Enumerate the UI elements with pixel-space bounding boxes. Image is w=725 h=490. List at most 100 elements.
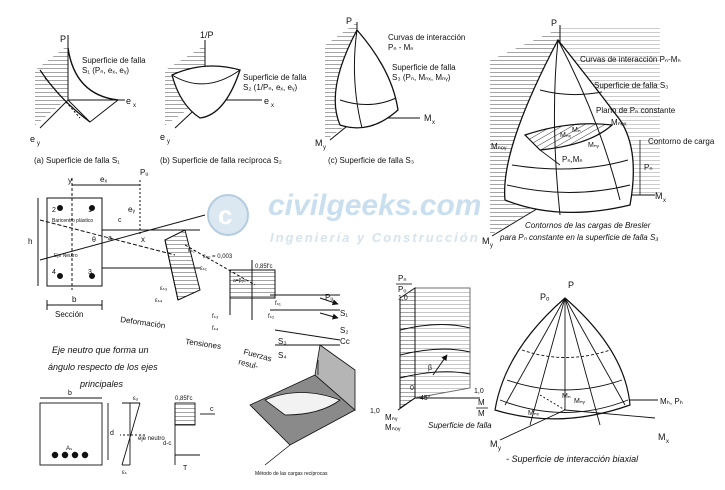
section-theta-label: θ	[92, 237, 96, 244]
watermark-brand: civilgeeks.com	[268, 189, 481, 222]
fig-c-curves-label-1: Curvas de interacción	[388, 33, 465, 42]
biaxial-po-label: Pₒ	[540, 292, 550, 302]
fig-c-caption: (c) Superficie de falla S₃	[328, 156, 414, 165]
ratio-my-den: Mₙₒᵧ	[385, 423, 401, 432]
section-pu-label: Pᵤ	[140, 168, 148, 177]
fig-b-axis-ey-sub: y	[167, 139, 170, 145]
civilgeeks-logo-icon	[207, 194, 249, 236]
fig-a-axis-ex: e	[126, 96, 131, 106]
ratio-axis-bottom: Pₒ	[398, 285, 406, 294]
fig-a-axis-ey: e	[30, 134, 35, 144]
rect-neutral-label: eje neutro	[138, 436, 165, 442]
section-bar-1: 1	[88, 207, 92, 214]
stress-fs2: fₛ₂	[268, 314, 275, 320]
ratio-mx-num: M	[478, 398, 485, 407]
fig-a-surface-label-2: S₁ (Pₙ, eₓ, eᵧ)	[82, 66, 129, 75]
rect-dc-label: d-c	[163, 441, 171, 447]
fig-b-axis-ex-sub: x	[271, 103, 274, 109]
bresler-pnmn-label: Pₙ,Mₙ	[562, 155, 583, 164]
fig-b-surface-label-1: Superficie de falla	[243, 73, 307, 82]
section-bar-4: 4	[52, 269, 56, 276]
ratio-tick-bottom: 1,0	[370, 408, 380, 415]
strain-s4: εₛ₄	[155, 298, 163, 304]
bresler-mnx-label: Mₙₓ	[560, 132, 572, 139]
fig-c-axis-p: P	[346, 16, 352, 26]
figure-reciprocal-load-method	[249, 344, 356, 466]
rect-c-label: c	[210, 406, 214, 413]
strain-cu: εₙᵤ = 0,003	[203, 254, 233, 260]
biaxial-my-sub: y	[498, 446, 501, 452]
fig-a-caption: (a) Superficie de falla S₁	[34, 156, 120, 165]
reciprocal-caption: Método de las cargas recíprocas	[255, 471, 328, 477]
civilgeeks-logo-glyph: c	[218, 200, 232, 230]
fig-b-surface-label-2: S₂ (1/Pₙ, eₓ, eᵧ)	[243, 83, 298, 92]
section-axis-x: x	[141, 235, 145, 244]
deformation-title: Deformación	[120, 315, 166, 330]
force-s2: S₂	[340, 326, 348, 335]
fig-c-axis-mx-sub: x	[432, 120, 435, 126]
fig-c-surface-label-2: S₃ (Pₙ, Mₙₓ, Mₙᵧ)	[392, 73, 451, 82]
biaxial-mnx-label: Mₙₓ	[528, 410, 540, 417]
strain-s3: εₛ₃	[160, 286, 168, 292]
force-s4: S₄	[278, 351, 287, 360]
fig-b-caption: (b) Superficie de falla recíproca S₂	[160, 156, 282, 165]
figure-c-failure-surface-s3	[325, 22, 420, 141]
stress-block-label: 0,85f'c	[255, 264, 273, 270]
figure-a-failure-surface-s1	[35, 35, 125, 129]
rect-as-label: Aₛ	[66, 446, 72, 452]
section-b-label: b	[72, 295, 77, 304]
biaxial-mn-label: Mₙ	[562, 393, 571, 400]
figure-b-reciprocal-surface-s2	[165, 40, 262, 129]
ratio-my-num: Mₙᵧ	[385, 413, 398, 422]
strain-s1: εₛ₁	[200, 266, 207, 272]
stress-fs3: fₛ₃	[212, 314, 219, 320]
stress-a-beta-label: a=β₁c	[233, 278, 246, 284]
fig-c-axis-my-sub: y	[323, 145, 326, 151]
bresler-axis-mx: M	[655, 191, 663, 201]
stress-title: Tensiones	[185, 337, 222, 351]
force-cc: Cᴄ	[340, 337, 350, 346]
rect-es-label: εₛ	[122, 470, 127, 476]
civilgeeks-watermark: c	[207, 194, 249, 236]
figure-rectangular-beam-section	[39, 397, 215, 466]
fig-c-surface-label-1: Superficie de falla	[392, 63, 456, 72]
rect-b-label: b	[68, 390, 72, 397]
force-s3: S₃	[278, 337, 287, 346]
force-pu: Pᵤ	[325, 293, 333, 302]
ratio-tick-right: 1,0	[474, 388, 484, 395]
biaxial-p-label: P	[568, 280, 574, 290]
bresler-mnoy-label: Mₙₒᵧ	[491, 142, 507, 151]
rect-eu-label: εᵤ	[133, 396, 139, 402]
figure-failure-surface-ratio	[397, 287, 480, 411]
bresler-axis-p: P	[551, 18, 557, 28]
rect-d-label: d	[110, 430, 114, 437]
stress-fs4: fₛ₄	[212, 326, 219, 332]
neutral-note-2: ángulo respecto de los ejes	[48, 362, 158, 372]
section-centroid-label: Baricentro plástico	[52, 218, 93, 224]
fig-a-axis-p: P	[60, 34, 66, 44]
figure-biaxial-interaction-surface	[494, 297, 658, 441]
biaxial-mb-pb-label: Mₕ, Pₕ	[660, 397, 683, 406]
section-a-label: a	[108, 235, 112, 242]
fig-b-axis-ey: e	[160, 132, 165, 142]
section-ex-label: eₓ	[100, 175, 107, 184]
figure-column-section-analysis	[37, 178, 341, 346]
ratio-beta: β	[428, 365, 432, 372]
fig-b-axis-p: 1/P	[200, 30, 214, 40]
fig-c-axis-mx: M	[424, 113, 432, 123]
ratio-zero: 0	[410, 385, 414, 392]
fig-a-axis-ex-sub: x	[133, 103, 136, 109]
section-neutral-label: Eje Neutro	[54, 253, 78, 259]
section-axis-y: y	[68, 176, 72, 185]
fig-c-curves-label-2: Pₙ - Mₙ	[388, 43, 413, 52]
section-bar-2: 2	[52, 207, 56, 214]
bresler-axis-my-sub: y	[490, 243, 493, 249]
ratio-mx-den: M	[478, 409, 485, 418]
ratio-tick-top: 1,0	[398, 295, 408, 302]
biaxial-mx-sub: x	[666, 439, 669, 445]
fig-b-axis-ex: e	[264, 96, 269, 106]
neutral-note-3: principales	[79, 379, 124, 389]
section-bar-3: 3	[88, 269, 92, 276]
biaxial-mx-label: M	[658, 432, 666, 442]
